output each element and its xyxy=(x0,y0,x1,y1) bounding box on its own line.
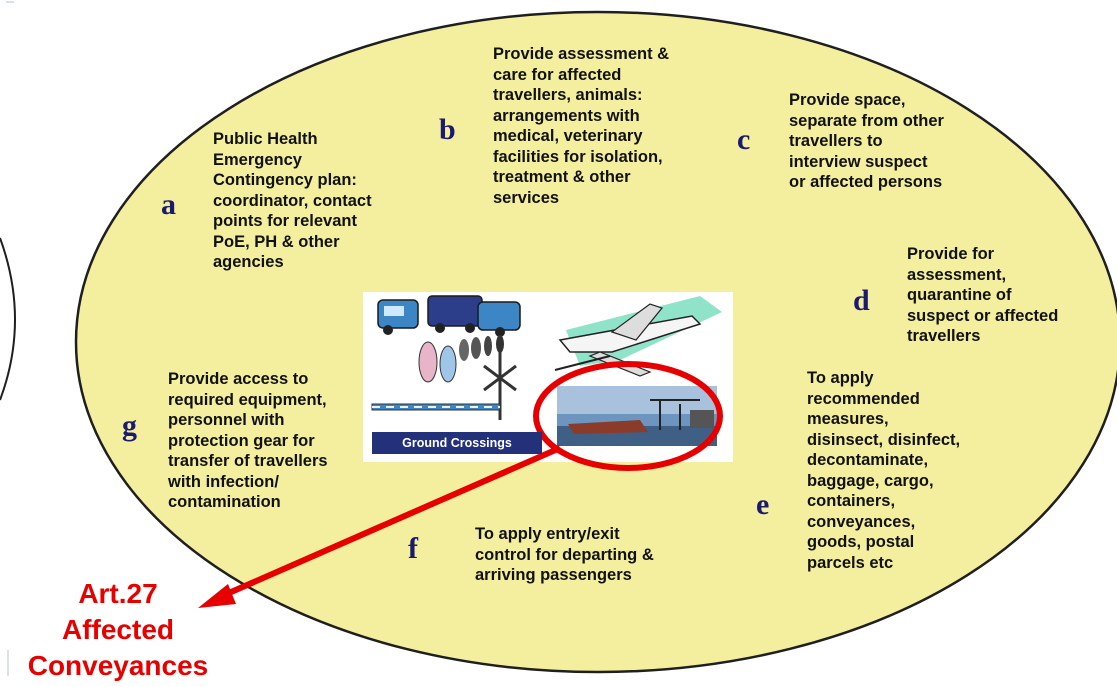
item-d-text: Provide for assessment, quarantine of su… xyxy=(907,245,1059,345)
left-partial-ellipse xyxy=(0,237,16,401)
highlight-ellipse xyxy=(533,361,723,471)
letter-e: e xyxy=(756,488,770,521)
letter-c: c xyxy=(737,123,751,156)
port-ship-photo xyxy=(557,386,717,446)
arrow-shaft xyxy=(220,445,562,599)
item-f-text: To apply entry/exit control for departin… xyxy=(475,525,654,584)
arrow-head xyxy=(198,584,236,608)
item-c-text: Provide space, separate from other trave… xyxy=(789,91,944,191)
crossing-barrier-clipart xyxy=(371,350,517,420)
item-a-text: Public Health Emergency Contingency plan… xyxy=(213,130,372,271)
letter-b: b xyxy=(439,113,456,146)
item-e-text: To apply recommended measures, disinsect… xyxy=(807,369,961,572)
item-b-text: Provide assessment & care for affected t… xyxy=(493,45,670,207)
people-queue-clipart xyxy=(418,335,504,383)
trucks-clipart xyxy=(377,295,521,337)
letter-d: d xyxy=(853,284,870,317)
article-27-callout: Art.27 Affected Conveyances xyxy=(27,578,209,681)
letter-f: f xyxy=(408,532,418,565)
ground-crossings-banner: Ground Crossings xyxy=(372,432,542,454)
item-g-text: Provide access to required equipment, pe… xyxy=(168,370,328,511)
letter-g: g xyxy=(122,409,137,442)
letter-a: a xyxy=(161,188,176,221)
